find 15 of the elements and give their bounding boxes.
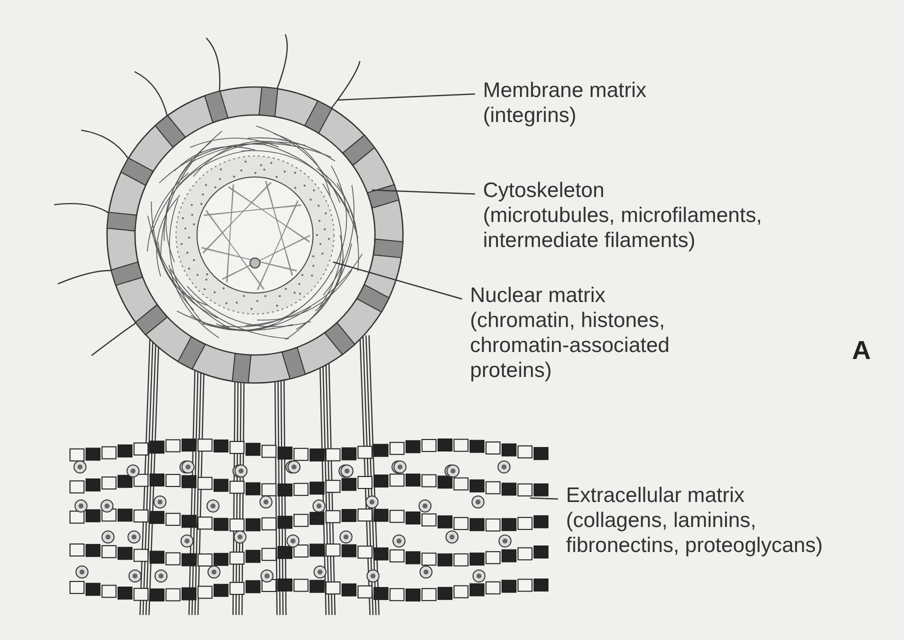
panel-letter: A [852, 335, 871, 366]
nucleus-drawing [176, 156, 334, 314]
callout-heading: Extracellular matrix [566, 483, 746, 508]
callout-description: (integrins) [483, 103, 578, 128]
cell-membrane-drawing [107, 87, 403, 383]
callout-description: (collagens, laminins, fibronectins, proteoglycans) [566, 508, 824, 558]
leader-line [338, 93, 476, 101]
callout-heading: Nuclear matrix [470, 283, 606, 308]
callout-description: (microtubules, microfilaments, intermediate filaments) [483, 203, 763, 253]
callout-heading: Cytoskeleton [483, 178, 606, 203]
callout-heading: Membrane matrix [483, 78, 648, 103]
leader-line [332, 261, 462, 300]
cytoskeleton-drawing [147, 126, 362, 340]
leader-line [372, 189, 476, 195]
callout-description: (chromatin, histones, chromatin-associated proteins) [470, 308, 671, 383]
